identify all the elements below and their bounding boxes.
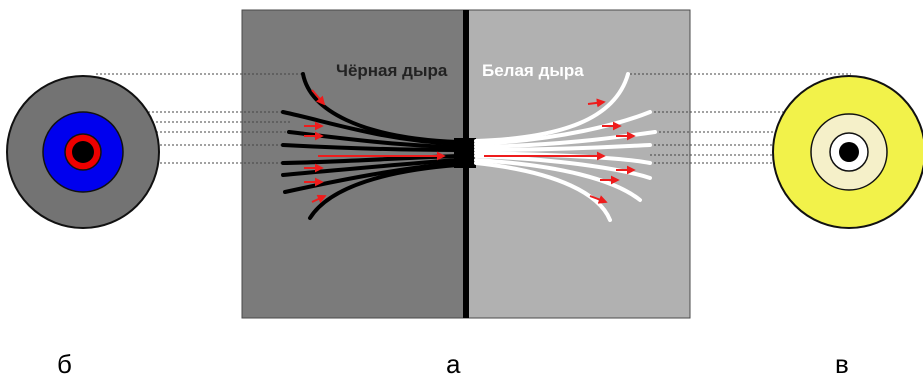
right-disc-diagram [773,76,923,228]
black-hole-singularity [454,138,476,168]
white-hole-title: Белая дыра [482,61,584,80]
left-disc-diagram [7,76,159,228]
caption-left: б [57,349,72,379]
black-hole-title: Чёрная дыра [336,61,448,80]
caption-right: в [835,349,849,379]
caption-center: а [446,349,461,379]
